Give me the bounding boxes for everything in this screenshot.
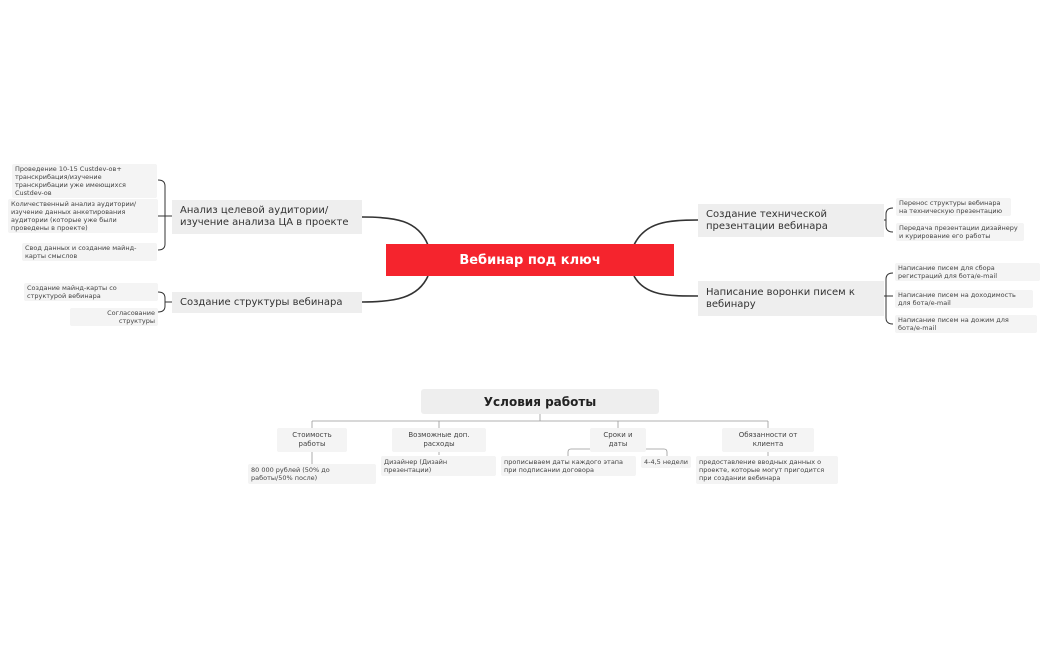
branch-tech-presentation[interactable]: Создание технической презентации вебинар… [698, 204, 884, 237]
branch-label: Анализ целевой аудитории/ изучение анали… [180, 205, 349, 228]
connector-tech [633, 219, 699, 246]
branch-label: Создание технической презентации вебинар… [706, 208, 828, 232]
connector-funnel [633, 275, 699, 297]
leaf-dates-contract[interactable]: прописываем даты каждого этапа при подпи… [501, 456, 636, 476]
branch-label: Написание воронки писем к вебинару [706, 286, 855, 310]
category-cost[interactable]: Стоимость работы [277, 428, 347, 452]
bracket-structure [157, 291, 166, 313]
subtopic-designer-handoff[interactable]: Передача презентации дизайнеру и куриров… [896, 223, 1024, 241]
category-extra-costs[interactable]: Возможные доп. расходы [392, 428, 486, 452]
subtopic-attendance-emails[interactable]: Написание писем на доходимость для бота/… [895, 290, 1033, 308]
central-topic[interactable]: Вебинар под ключ [386, 244, 674, 276]
category-deadlines[interactable]: Сроки и даты [590, 428, 646, 452]
subtopic-structure-mindmap[interactable]: Создание майнд-карты со структурой вебин… [24, 283, 158, 301]
bracket-funnel [885, 272, 894, 325]
subtopic-registration-emails[interactable]: Написание писем для сбора регистраций дл… [895, 263, 1040, 281]
leaf-designer[interactable]: Дизайнер (Дизайн презентации) [381, 456, 496, 476]
category-client-duties[interactable]: Обязанности от клиента [722, 428, 814, 452]
subtopic-structure-approval[interactable]: Согласование структуры [70, 308, 158, 326]
subtopic-closing-emails[interactable]: Написание писем на дожим для бота/e-mail [895, 315, 1037, 333]
connector-structure [361, 275, 429, 303]
leaf-price[interactable]: 80 000 рублей (50% до работы/50% после) [248, 464, 376, 484]
bracket-tech [885, 207, 894, 233]
branch-email-funnel[interactable]: Написание воронки писем к вебинару [698, 281, 884, 316]
branch-audience-analysis[interactable]: Анализ целевой аудитории/ изучение анали… [172, 200, 362, 234]
subtopic-mindmap-meanings[interactable]: Свод данных и создание майнд-карты смысл… [22, 243, 157, 261]
branch-webinar-structure[interactable]: Создание структуры вебинара [172, 292, 362, 313]
subtopic-quant-analysis[interactable]: Количественный анализ аудитории/ изучени… [8, 199, 158, 233]
leaf-duration[interactable]: 4-4,5 недели [641, 456, 691, 468]
connector-analysis [361, 216, 429, 246]
subtopic-transfer-structure[interactable]: Перенос структуры вебинара на техническу… [896, 198, 1011, 216]
branch-label: Создание структуры вебинара [180, 296, 343, 308]
leaf-client-input[interactable]: предоставление вводных данных о проекте,… [696, 456, 838, 484]
conditions-title[interactable]: Условия работы [421, 389, 659, 414]
bracket-analysis [157, 179, 166, 251]
subtopic-custdev[interactable]: Проведение 10-15 Custdev-ов+ транскрибац… [12, 164, 157, 198]
